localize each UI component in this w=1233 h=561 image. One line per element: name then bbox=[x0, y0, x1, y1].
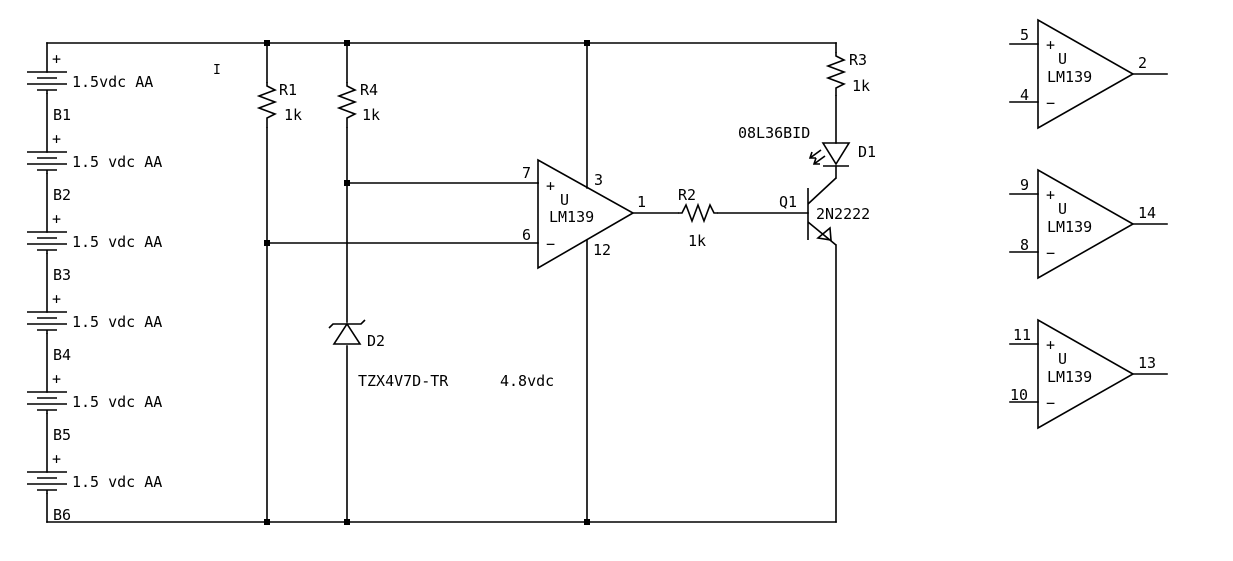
comparator-out-pin: 13 bbox=[1138, 354, 1156, 372]
comparator-unit-label: U bbox=[1058, 200, 1067, 218]
battery-plus-label: + bbox=[52, 130, 61, 148]
comparator-minus-pin: 6 bbox=[522, 226, 531, 244]
comparator-minus-sign: − bbox=[546, 235, 555, 253]
comparator-plus-pin: 11 bbox=[1013, 326, 1031, 344]
transistor-ref-label: Q1 bbox=[779, 193, 797, 211]
battery-ref-label: B5 bbox=[53, 426, 71, 444]
comparator-minus-pin: 8 bbox=[1020, 236, 1029, 254]
comparator-plus-sign: + bbox=[1046, 336, 1055, 354]
led-ref-label: D1 bbox=[858, 143, 876, 161]
comparator-main[interactable]: + − U LM139 7 6 1 3 12 bbox=[522, 158, 646, 270]
comparator-unit-label: U bbox=[1058, 350, 1067, 368]
resistor-value-label: 1k bbox=[284, 106, 302, 124]
comparator-part-label: LM139 bbox=[549, 208, 594, 226]
battery-ref-label: B4 bbox=[53, 346, 71, 364]
battery-b5[interactable]: + 1.5 vdc AA B5 bbox=[27, 370, 162, 444]
comparator-out-pin: 14 bbox=[1138, 204, 1156, 222]
battery-b2[interactable]: + 1.5 vdc AA B2 bbox=[27, 130, 162, 204]
comparator-gnd-pin: 12 bbox=[593, 241, 611, 259]
battery-plus-label: + bbox=[52, 210, 61, 228]
led-d1[interactable]: 08L36BID D1 bbox=[738, 124, 876, 167]
zener-ref-label: D2 bbox=[367, 332, 385, 350]
transistor-q1[interactable]: Q1 2N2222 bbox=[779, 177, 870, 246]
zener-part-label: TZX4V7D-TR bbox=[358, 372, 449, 390]
battery-b1[interactable]: + 1.5vdc AA B1 bbox=[27, 50, 153, 124]
comparator-plus-sign: + bbox=[1046, 36, 1055, 54]
resistor-value-label: 1k bbox=[688, 232, 706, 250]
battery-ref-label: B1 bbox=[53, 106, 71, 124]
battery-ref-label: B3 bbox=[53, 266, 71, 284]
battery-value-label: 1.5 vdc AA bbox=[72, 313, 162, 331]
resistor-r3[interactable]: R3 1k bbox=[825, 51, 870, 96]
wires bbox=[46, 42, 837, 523]
battery-ref-label: B2 bbox=[53, 186, 71, 204]
battery-b6[interactable]: + 1.5 vdc AA B6 bbox=[27, 450, 162, 524]
resistor-ref-label: R3 bbox=[849, 51, 867, 69]
comparator-spare-3[interactable]: + − U LM139 11 10 13 bbox=[1009, 318, 1168, 430]
battery-plus-label: + bbox=[52, 290, 61, 308]
comparator-plus-pin: 5 bbox=[1020, 26, 1029, 44]
comparator-spare-2[interactable]: + − U LM139 9 8 14 bbox=[1009, 168, 1168, 280]
resistor-r2[interactable]: R2 1k bbox=[678, 186, 718, 250]
junction-dots bbox=[264, 40, 590, 525]
transistor-part-label: 2N2222 bbox=[816, 205, 870, 223]
comparator-unit-label: U bbox=[1058, 50, 1067, 68]
comparator-out-pin: 1 bbox=[637, 193, 646, 211]
battery-value-label: 1.5 vdc AA bbox=[72, 473, 162, 491]
resistor-ref-label: R1 bbox=[279, 81, 297, 99]
comparator-part-label: LM139 bbox=[1047, 68, 1092, 86]
battery-value-label: 1.5 vdc AA bbox=[72, 393, 162, 411]
comparator-minus-sign: − bbox=[1046, 94, 1055, 112]
comparator-unit-label: U bbox=[560, 191, 569, 209]
comparator-minus-sign: − bbox=[1046, 394, 1055, 412]
battery-plus-label: + bbox=[52, 370, 61, 388]
comparator-minus-pin: 10 bbox=[1010, 386, 1028, 404]
resistor-value-label: 1k bbox=[852, 77, 870, 95]
battery-plus-label: + bbox=[52, 450, 61, 468]
comparator-minus-pin: 4 bbox=[1020, 86, 1029, 104]
resistor-r1[interactable]: R1 1k bbox=[256, 81, 302, 128]
comparator-plus-sign: + bbox=[546, 177, 555, 195]
comparator-spare-1[interactable]: + − U LM139 5 4 2 bbox=[1009, 18, 1168, 130]
battery-b3[interactable]: + 1.5 vdc AA B3 bbox=[27, 210, 162, 284]
battery-value-label: 1.5 vdc AA bbox=[72, 233, 162, 251]
led-part-label: 08L36BID bbox=[738, 124, 810, 142]
comparator-plus-sign: + bbox=[1046, 186, 1055, 204]
zener-voltage-label: 4.8vdc bbox=[500, 372, 554, 390]
comparator-part-label: LM139 bbox=[1047, 218, 1092, 236]
comparator-minus-sign: − bbox=[1046, 244, 1055, 262]
comparator-part-label: LM139 bbox=[1047, 368, 1092, 386]
stray-tick-mark: I bbox=[213, 63, 221, 78]
resistor-ref-label: R2 bbox=[678, 186, 696, 204]
battery-b4[interactable]: + 1.5 vdc AA B4 bbox=[27, 290, 162, 364]
resistor-value-label: 1k bbox=[362, 106, 380, 124]
battery-value-label: 1.5 vdc AA bbox=[72, 153, 162, 171]
battery-value-label: 1.5vdc AA bbox=[72, 73, 153, 91]
comparator-vcc-pin: 3 bbox=[594, 171, 603, 189]
battery-plus-label: + bbox=[52, 50, 61, 68]
comparator-plus-pin: 7 bbox=[522, 164, 531, 182]
resistor-r4[interactable]: R4 1k bbox=[336, 81, 380, 128]
zener-diode-d2[interactable]: D2 TZX4V7D-TR 4.8vdc bbox=[328, 319, 554, 390]
comparator-out-pin: 2 bbox=[1138, 54, 1147, 72]
resistor-ref-label: R4 bbox=[360, 81, 378, 99]
comparator-plus-pin: 9 bbox=[1020, 176, 1029, 194]
battery-ref-label: B6 bbox=[53, 506, 71, 524]
